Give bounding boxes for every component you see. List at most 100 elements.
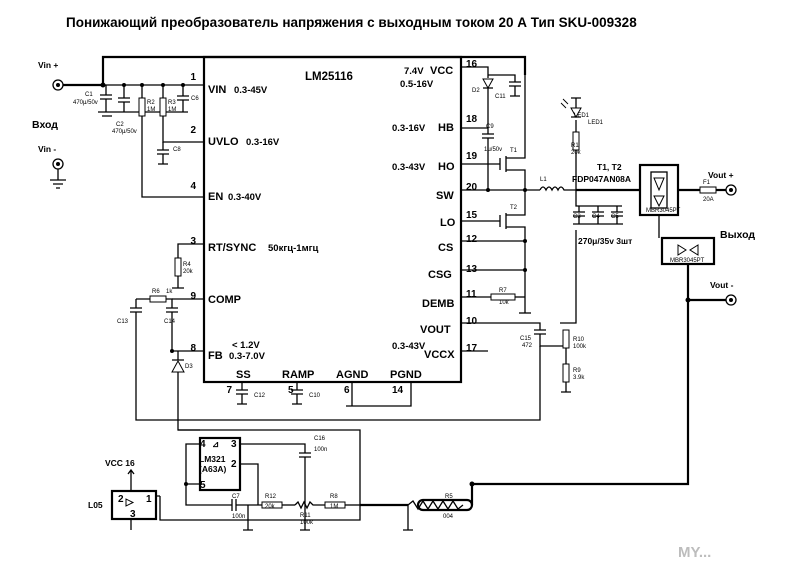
pin-en-label: EN [208,191,223,203]
r4-resistor [174,257,182,277]
pin-pgnd-label: PGND [390,369,422,381]
pin-vin-label: VIN [208,84,226,96]
lm25116-chip-body [202,55,463,384]
svg-text:C11: C11 [495,94,506,100]
pin-ramp-label: RAMP [282,369,314,381]
svg-text:C7: C7 [232,494,240,500]
opamp-mark: (A63A) [199,464,227,474]
pin-fb-label: FB [208,350,223,362]
pin-8-number: 8 [190,343,196,354]
l05-label: L05 [88,500,103,510]
svg-text:470μ/50v: 470μ/50v [73,100,98,106]
pin-2-number: 2 [190,125,196,136]
pin-11-number: 11 [466,289,477,300]
svg-text:MBR3045PT: MBR3045PT [646,208,681,214]
vin-plus-label: Vin + [38,60,58,70]
svg-text:C13: C13 [117,319,129,325]
pin-rtsync-label: RT/SYNC [208,242,256,254]
input-label: Вход [32,119,58,131]
pin-agnd-label: AGND [336,369,368,381]
pin-3-number: 3 [190,236,196,247]
svg-text:004: 004 [443,514,454,520]
svg-text:R2: R2 [147,100,155,106]
svg-text:L1: L1 [540,177,547,183]
svg-text:R6: R6 [152,289,160,295]
svg-text:R10: R10 [573,337,585,343]
svg-text:C8: C8 [173,147,181,153]
output-section: MBR3045PT F1 20A Vout + Выход MBR3045PT … [461,163,755,486]
svg-text:C3: C3 [573,214,581,220]
l05-regulator [110,489,158,521]
svg-text:C12: C12 [254,393,266,399]
svg-text:C1: C1 [85,92,93,98]
pin-hb-label: HB [438,122,454,134]
l1-inductor [539,186,576,192]
svg-text:LED1: LED1 [574,113,590,119]
svg-text:C4: C4 [592,214,600,220]
chip-bottom-pins: SS 7 RAMP 5 AGND 6 PGND 14 [226,369,421,396]
pin-csg-label: CSG [428,269,452,281]
opamp-pin2: 2 [231,459,237,470]
svg-text:2: 2 [118,494,124,505]
vout-minus-label: Vout - [710,280,734,290]
svg-text:C10: C10 [309,393,321,399]
svg-text:MBR3045PT: MBR3045PT [670,258,705,264]
svg-text:1: 1 [146,494,152,505]
pin-9-number: 9 [190,291,196,302]
vin-minus-label: Vin - [38,144,56,154]
svg-text:1M: 1M [330,504,338,510]
chip-left-pins: 1 VIN 0.3-45V 2 UVLO 0.3-16V 4 EN 0.3-40… [190,72,318,362]
r9-resistor [562,363,570,383]
svg-text:R1: R1 [571,143,579,149]
pin-7-number: 7 [226,385,232,396]
svg-text:20k: 20k [571,150,582,156]
svg-text:R3: R3 [168,100,176,106]
svg-text:C2: C2 [116,122,124,128]
output-label: Выход [720,229,755,241]
svg-text:1μ/50v: 1μ/50v [484,147,502,153]
mbr3045pt-diode [660,236,716,266]
pin-lo-label: LO [440,217,456,229]
pin-ho-range: 0.3-43V [392,162,426,173]
r10-resistor [562,329,570,349]
pin-fb-range-max: < 1.2V [232,340,260,351]
svg-text:C6: C6 [191,96,199,102]
svg-text:D2: D2 [472,88,480,94]
r2-resistor [138,97,146,117]
pin-rtsync-range: 50кгц-1мгц [268,243,319,254]
svg-text:C5: C5 [611,214,619,220]
svg-text:R12: R12 [265,494,277,500]
svg-text:F1: F1 [703,180,711,186]
chip-right-pins: 16 7.4V VCC 0.5-16V 18 0.3-16V HB 19 0.3… [392,59,478,361]
current-sense-section: 4 ⊿ 3 LM321 (A63A) 2 5 C16 100n 2 1 3 L0… [88,429,475,531]
svg-text:T1: T1 [510,148,518,154]
pin-vcc-voltage: 7.4V [404,66,424,77]
pin-14-number: 14 [392,385,404,396]
pin-demb-label: DEMB [422,298,454,310]
svg-text:R5: R5 [445,494,453,500]
vout-plus-label: Vout + [708,170,734,180]
r3-resistor [159,97,167,117]
svg-text:100n: 100n [314,447,327,453]
svg-text:LED1: LED1 [588,120,604,126]
pin-15-number: 15 [466,210,478,221]
pin-sw-label: SW [436,190,454,202]
svg-text:⊿: ⊿ [212,439,219,449]
svg-text:470μ/50v: 470μ/50v [112,129,137,135]
opamp-pin3: 3 [231,439,237,450]
svg-text:100n: 100n [232,514,245,520]
pin-4-number: 4 [190,181,196,192]
svg-text:20k: 20k [265,504,276,510]
svg-text:D3: D3 [185,364,193,370]
svg-text:472: 472 [522,343,533,349]
r6-resistor [149,295,167,303]
pin-18-number: 18 [466,114,478,125]
input-section: Vin + Вход Vin - C1 470μ/50v C2 470μ/50v… [32,55,527,198]
svg-text:R9: R9 [573,368,581,374]
pin-uvlo-label: UVLO [208,136,239,148]
svg-text:C15: C15 [520,336,532,342]
pin-6-number: 6 [344,385,350,396]
pin-16-number: 16 [466,59,478,70]
svg-text:3: 3 [130,509,136,520]
